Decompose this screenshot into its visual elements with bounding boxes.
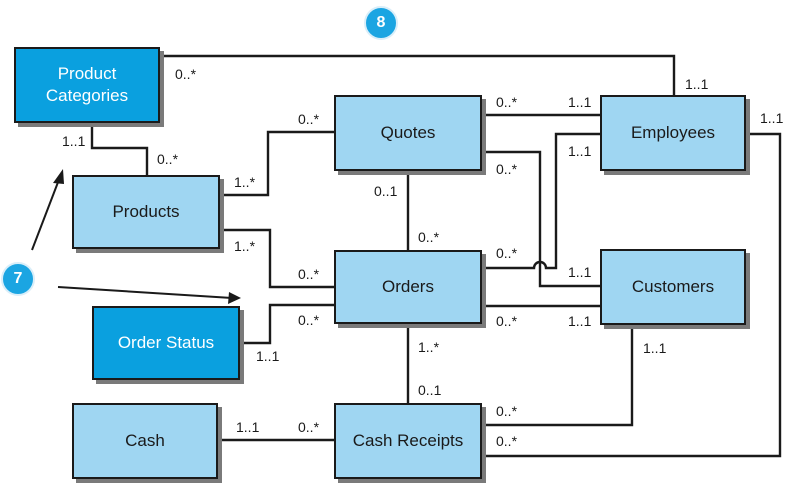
line-categories-employees	[160, 54, 676, 95]
cardinality-label: 0..1	[418, 382, 442, 398]
entity-customers[interactable]: Customers	[600, 249, 746, 325]
cardinality-label: 0..1	[374, 183, 398, 199]
line-customers-cashreceipts	[482, 325, 634, 427]
cardinality-label: 1..1	[568, 313, 592, 329]
callout-badge-8: 8	[364, 6, 398, 40]
cardinality-label: 0..*	[496, 433, 518, 449]
cardinality-label: 0..*	[496, 161, 518, 177]
arrowhead-right-icon	[228, 292, 241, 304]
entity-label: Products	[112, 202, 180, 221]
line-categories-products	[90, 123, 149, 175]
cardinality-label: 0..*	[175, 66, 197, 82]
entity-quotes[interactable]: Quotes	[334, 95, 482, 171]
cardinality-label: 0..*	[298, 419, 320, 435]
cardinality-label: 1..1	[568, 94, 592, 110]
arrow-to-products-link	[31, 176, 61, 251]
cardinality-label: 1..1	[256, 348, 280, 364]
entity-label: Product Categories	[45, 64, 129, 105]
entity-label: Order Status	[117, 333, 215, 352]
cardinality-label: 1..1	[236, 419, 260, 435]
entity-products[interactable]: Products	[72, 175, 220, 249]
cardinality-label: 0..*	[496, 313, 518, 329]
line-products-orders	[220, 228, 334, 289]
cardinality-label: 0..*	[496, 94, 518, 110]
cardinality-label: 1..1	[760, 110, 784, 126]
cardinality-label: 1..1	[568, 264, 592, 280]
line-quotes-customers	[482, 150, 600, 288]
entity-cash-receipts[interactable]: Cash Receipts	[334, 403, 482, 479]
cardinality-label: 1..1	[643, 340, 667, 356]
cardinality-label: 0..*	[496, 245, 518, 261]
cardinality-label: 0..*	[298, 312, 320, 328]
cardinality-label: 1..*	[234, 238, 256, 254]
arrow-to-order-status-link	[57, 286, 233, 299]
entity-label: Cash Receipts	[352, 431, 464, 450]
arrowhead-up-icon	[53, 169, 64, 184]
line-employees-cashreceipts	[482, 132, 782, 458]
entity-label: Employees	[630, 123, 716, 142]
cardinality-label: 1..1	[685, 76, 709, 92]
cardinality-label: 0..*	[157, 151, 179, 167]
entity-label: Orders	[382, 277, 434, 296]
entity-product-categories[interactable]: Product Categories	[14, 47, 160, 123]
callout-number: 8	[376, 14, 386, 31]
cardinality-label: 0..*	[418, 229, 440, 245]
cardinality-label: 0..*	[496, 403, 518, 419]
entity-cash[interactable]: Cash	[72, 403, 218, 479]
callout-badge-7: 7	[1, 262, 35, 296]
entity-label: Quotes	[380, 123, 436, 142]
entity-employees[interactable]: Employees	[600, 95, 746, 171]
cardinality-label: 0..*	[298, 266, 320, 282]
cardinality-label: 0..*	[298, 111, 320, 127]
entity-order-status[interactable]: Order Status	[92, 306, 240, 380]
line-orders-employees	[482, 132, 600, 270]
callout-number: 7	[13, 270, 23, 287]
entity-orders[interactable]: Orders	[334, 250, 482, 324]
entity-label: Customers	[631, 277, 715, 296]
cardinality-label: 1..1	[62, 133, 86, 149]
cardinality-label: 1..*	[418, 339, 440, 355]
cardinality-label: 1..*	[234, 174, 256, 190]
line-status-orders	[240, 303, 334, 345]
entity-label: Cash	[125, 431, 165, 450]
cardinality-label: 1..1	[568, 143, 592, 159]
line-products-quotes	[220, 130, 334, 197]
